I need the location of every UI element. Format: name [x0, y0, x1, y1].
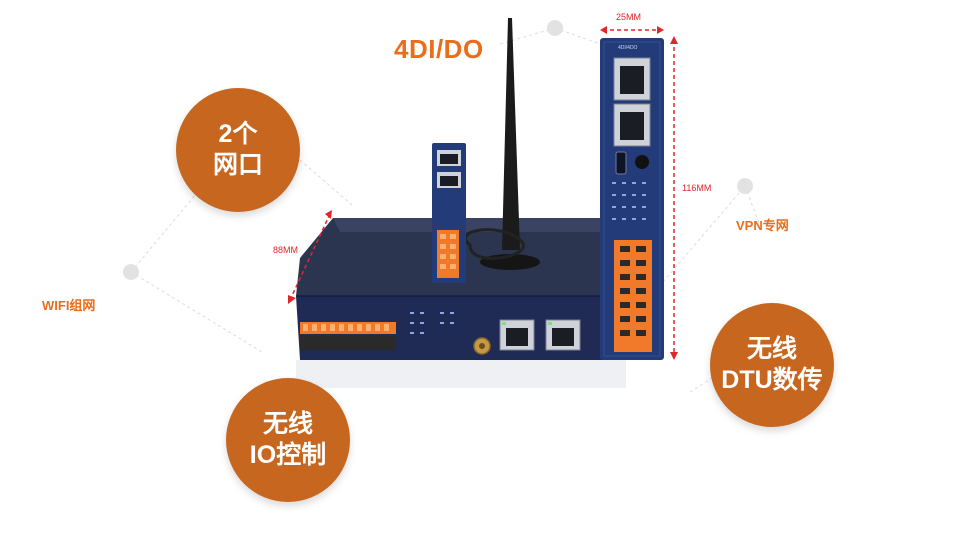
- feature-dtu: 无线 DTU数传: [710, 303, 834, 427]
- vpn-label: VPN专网: [736, 218, 789, 233]
- feature-text: 网口: [212, 151, 263, 179]
- small-module: [432, 143, 466, 283]
- tall-module: [600, 38, 664, 360]
- feature-io-control: 无线 IO控制: [226, 378, 350, 502]
- device-illustration: [288, 18, 678, 388]
- connector-dot: [737, 178, 753, 194]
- depth-dimension-line: [289, 213, 331, 301]
- ethernet-port: [545, 319, 581, 351]
- module-tag: 4DI/4DO: [618, 45, 638, 51]
- ethernet-port: [613, 103, 651, 147]
- terminal-block: [300, 322, 396, 350]
- feature-network-ports: 2个 网口: [176, 88, 300, 212]
- connector-dot: [547, 20, 563, 36]
- feature-text: DTU数传: [721, 366, 823, 394]
- wifi-label: WIFI组网: [42, 298, 96, 313]
- usb-port: [615, 151, 627, 175]
- reset-button: [635, 155, 649, 169]
- feature-text: 无线: [262, 409, 313, 438]
- device-reflection: [296, 360, 626, 388]
- terminal-block: [614, 240, 652, 352]
- ethernet-port: [499, 319, 535, 351]
- depth-dimension-label: 88MM: [273, 245, 299, 255]
- width-dimension-label: 25MM: [616, 12, 642, 22]
- io-type-label: 4DI/DO: [394, 34, 484, 64]
- feature-text: 2个: [218, 119, 258, 148]
- led-area: [410, 312, 454, 334]
- feature-text: IO控制: [249, 441, 327, 469]
- ethernet-port: [613, 57, 651, 101]
- height-dimension-label: 116MM: [682, 183, 712, 193]
- feature-text: 无线: [746, 334, 797, 363]
- antenna: [463, 18, 540, 270]
- connector-dot: [123, 264, 139, 280]
